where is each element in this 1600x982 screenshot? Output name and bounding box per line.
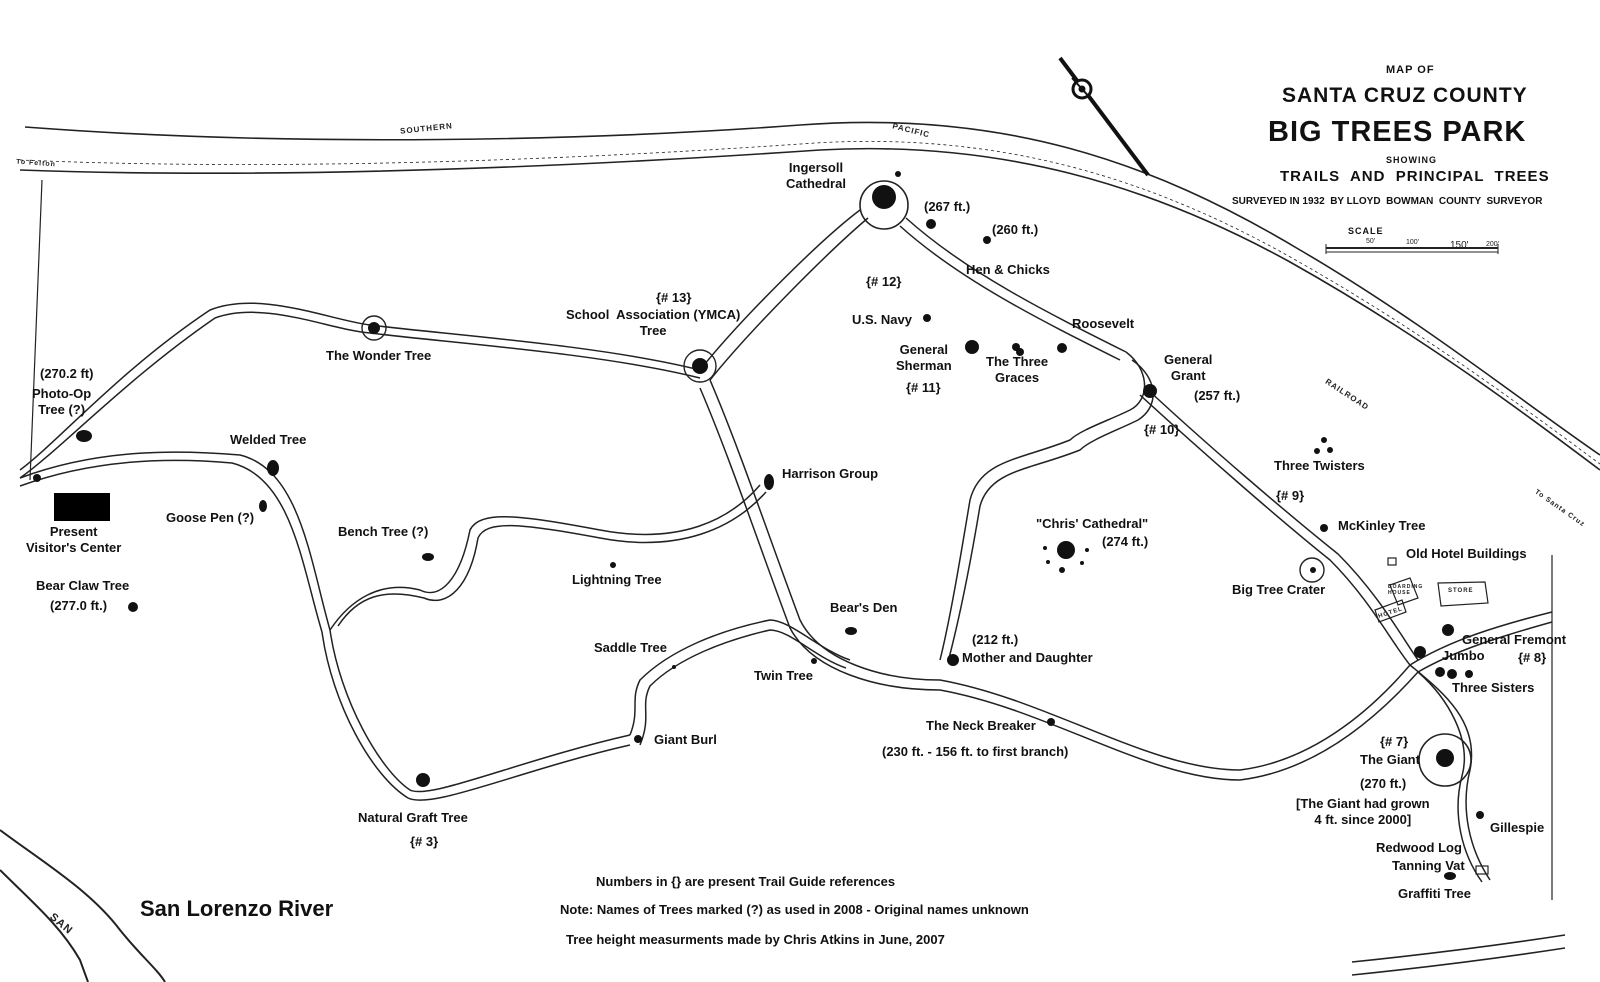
label-three-sisters: Three Sisters (1452, 680, 1535, 695)
scale-bar (1325, 244, 1499, 254)
label-sherman: General Sherman (896, 342, 952, 373)
label-ref12: {# 12} (866, 274, 902, 289)
label-graffiti: Graffiti Tree (1398, 886, 1471, 901)
label-giant-burl: Giant Burl (654, 732, 717, 747)
tree-markers (33, 171, 1484, 880)
label-bear-claw: Bear Claw Tree (36, 578, 130, 593)
title-surveyed: SURVEYED IN 1932 BY LLOYD BOWMAN COUNTY … (1232, 196, 1543, 207)
label-grant: General Grant (1164, 352, 1213, 383)
label-tanning-vat: Tanning Vat (1392, 858, 1465, 873)
label-wonder: The Wonder Tree (326, 348, 432, 363)
label-three-twisters: Three Twisters (1274, 458, 1365, 473)
label-three-graces: The Three Graces (986, 354, 1049, 385)
label-ref3: {# 3} (410, 834, 439, 849)
railroad-tracks (19, 121, 1600, 471)
scale-label: SCALE (1348, 226, 1384, 236)
label-goose-pen: Goose Pen (?) (166, 510, 255, 525)
trail-loops (361, 315, 1325, 583)
label-jumbo: Jumbo (1442, 648, 1485, 663)
label-hen-chicks: Hen & Chicks (966, 262, 1050, 277)
label-ref8: {# 8} (1518, 650, 1547, 665)
label-fremont: General Fremont (1462, 632, 1567, 647)
title-county: SANTA CRUZ COUNTY (1282, 84, 1528, 107)
label-store: STORE (1448, 588, 1474, 594)
title-map-of: MAP OF (1386, 64, 1435, 76)
label-redwood-log: Redwood Log (1376, 840, 1462, 855)
visitor-center-marker (54, 493, 110, 521)
label-ref13: {# 13} (656, 290, 692, 305)
label-h267: (267 ft.) (924, 199, 971, 214)
label-visitor-center: Present Visitor's Center (26, 524, 122, 555)
label-h277: (277.0 ft.) (50, 598, 108, 613)
title-trails: TRAILS AND PRINCIPAL TREES (1280, 168, 1550, 185)
label-photo-op: Photo-Op Tree (?) (32, 386, 92, 417)
boundary-line-left (29, 179, 43, 481)
label-natural-graft: Natural Graft Tree (358, 810, 468, 825)
note-trail-guide: Numbers in {} are present Trail Guide re… (596, 874, 896, 889)
label-neck-height: (230 ft. - 156 ft. to first branch) (882, 744, 1069, 759)
scale-tick-100: 100' (1406, 239, 1420, 246)
label-bench: Bench Tree (?) (338, 524, 429, 539)
river-banks (0, 829, 166, 982)
label-h212: (212 ft.) (972, 632, 1019, 647)
label-ref10: {# 10} (1144, 422, 1180, 437)
label-h270: (270 ft.) (1360, 776, 1407, 791)
label-gillespie: Gillespie (1490, 820, 1545, 835)
label-twin: Twin Tree (754, 668, 813, 683)
scale-tick-200: 200' (1486, 241, 1500, 248)
title-park: BIG TREES PARK (1268, 116, 1527, 148)
label-neck-breaker: The Neck Breaker (926, 718, 1036, 733)
river-name: San Lorenzo River (140, 896, 334, 921)
label-lightning: Lightning Tree (572, 572, 662, 587)
label-big-tree-crater: Big Tree Crater (1232, 582, 1326, 597)
label-hotel-buildings: Old Hotel Buildings (1406, 546, 1527, 561)
scale-tick-50: 50' (1366, 238, 1376, 245)
label-mother-daughter: Mother and Daughter (962, 650, 1093, 665)
label-ref11: {# 11} (906, 380, 941, 395)
note-measurements: Tree height measurments made by Chris At… (566, 932, 945, 947)
label-bears-den: Bear's Den (830, 600, 898, 615)
label-harrison: Harrison Group (782, 466, 879, 481)
label-welded: Welded Tree (230, 432, 307, 447)
label-chris-cathedral: "Chris' Cathedral" (1036, 516, 1149, 531)
label-mckinley: McKinley Tree (1338, 518, 1426, 533)
label-giant-note: [The Giant had grown 4 ft. since 2000] (1296, 796, 1430, 827)
label-ref7: {# 7} (1380, 734, 1409, 749)
tanning-vat-marker (1475, 865, 1489, 875)
label-roosevelt: Roosevelt (1072, 316, 1135, 331)
hotel-buildings (1374, 557, 1489, 623)
scale-tick-150: 150' (1450, 240, 1469, 251)
label-ref9: {# 9} (1276, 488, 1305, 503)
north-arrow-icon (1058, 56, 1150, 177)
label-us-navy: U.S. Navy (852, 312, 912, 327)
label-h274: (274 ft.) (1102, 534, 1149, 549)
label-ingersoll: Ingersoll Cathedral (786, 160, 846, 191)
label-h270-2: (270.2 ft) (40, 366, 94, 381)
note-tree-names: Note: Names of Trees marked (?) as used … (560, 902, 1029, 917)
label-h260: (260 ft.) (992, 222, 1039, 237)
title-showing: SHOWING (1386, 155, 1437, 165)
label-school-tree: School Association (YMCA) Tree (566, 307, 741, 338)
label-the-giant: The Giant (1360, 752, 1420, 767)
trails (19, 180, 1553, 883)
label-boarding-house: BOARDING HOUSE (1388, 584, 1424, 596)
label-h257: (257 ft.) (1194, 388, 1241, 403)
label-saddle: Saddle Tree (594, 640, 667, 655)
road-bottom-right (1351, 934, 1566, 976)
